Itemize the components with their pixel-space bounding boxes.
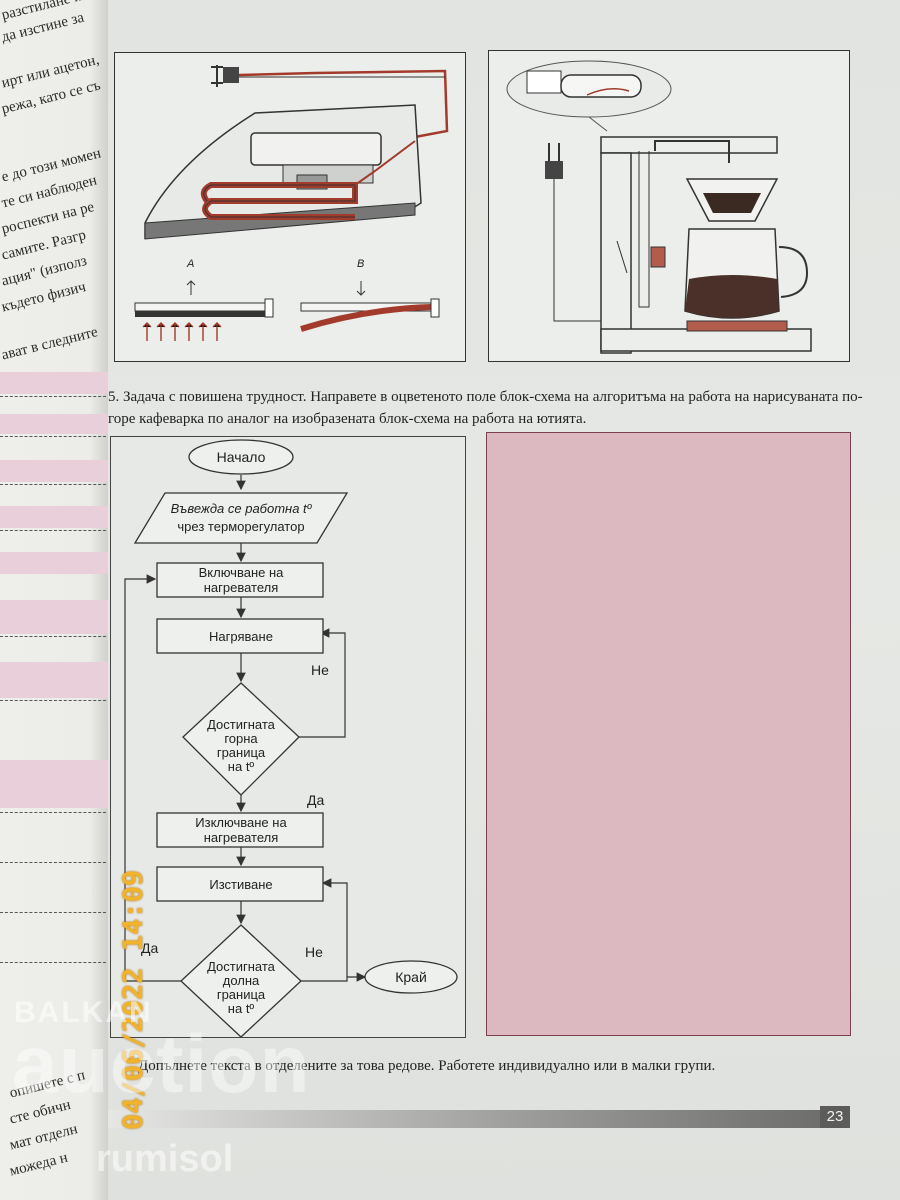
flow-no-label-2: Не	[305, 944, 323, 960]
answer-line-band	[0, 662, 108, 698]
answer-line-band	[0, 372, 108, 394]
answer-dash-line	[0, 636, 106, 637]
plug-icon	[545, 161, 563, 179]
answer-dash-line	[0, 812, 106, 813]
flow-heater-on-line1: Включване на	[199, 565, 285, 580]
flow-heater-off-line1: Изключване на	[195, 815, 287, 830]
flow-yes-label-1: Да	[307, 792, 324, 808]
answer-line-band	[0, 414, 108, 434]
plug-icon	[223, 67, 239, 83]
coffee-maker-illustration	[506, 60, 812, 354]
flow-input-line1: Въвежда се работна tº	[171, 501, 313, 516]
flow-heating: Нагряване	[209, 629, 273, 644]
left-page-line: можеда н	[8, 1149, 70, 1180]
label-b: B	[357, 258, 364, 270]
iron-illustration: A B	[134, 65, 449, 341]
flow-end: Край	[395, 969, 427, 985]
answer-dash-line	[0, 700, 106, 701]
bottom-instructions: Допълнете текста в отделените за това ре…	[138, 1058, 716, 1074]
textbook-page: A B	[108, 0, 900, 1200]
watermark-user: rumisol	[96, 1138, 234, 1180]
answer-dash-line	[0, 962, 106, 963]
iron-flowchart-panel: Начало Въвежда се работна tº чрез термор…	[110, 436, 466, 1038]
flow-heater-off-line2: нагревателя	[204, 830, 279, 845]
answer-dash-line	[0, 436, 106, 437]
coffee-maker-figure	[488, 50, 850, 362]
flow-decision2-line3: граница	[217, 987, 266, 1002]
answer-line-band	[0, 552, 108, 574]
flow-decision2-line2: долна	[223, 973, 260, 988]
colored-answer-area[interactable]	[486, 432, 851, 1036]
task-5-instructions: 5. Задача с повишена трудност. Направете…	[108, 389, 863, 427]
answer-line-band	[0, 760, 108, 808]
flow-start: Начало	[217, 449, 266, 465]
flow-input-line2: чрез терморегулатор	[177, 519, 304, 534]
answer-dash-line	[0, 912, 106, 913]
flow-decision1-line3: граница	[217, 745, 266, 760]
answer-dash-line	[0, 530, 106, 531]
answer-dash-line	[0, 396, 106, 397]
watermark-brand: BALKAN	[14, 996, 153, 1029]
previous-page-edge: разстилане на да изстине за ирт или ацет…	[0, 0, 112, 1200]
label-a: A	[186, 258, 194, 270]
watermark-logo: auction	[12, 1019, 311, 1110]
flow-cooling: Изстиване	[209, 877, 272, 892]
answer-dash-line	[0, 862, 106, 863]
flow-heater-on-line2: нагревателя	[204, 580, 279, 595]
iron-flowchart: Начало Въвежда се работна tº чрез термор…	[124, 439, 458, 1038]
footer-bar	[108, 1110, 820, 1128]
iron-figure: A B	[114, 52, 466, 362]
flow-decision2-line4: на tº	[228, 1001, 255, 1016]
flow-decision1-line2: горна	[224, 731, 258, 746]
answer-line-band	[0, 460, 108, 482]
page-number: 23	[820, 1106, 850, 1128]
answer-line-band	[0, 600, 108, 634]
answer-dash-line	[0, 484, 106, 485]
left-page-line: ават в следните	[0, 324, 100, 364]
flow-no-label-1: Не	[311, 662, 329, 678]
flow-decision1-line4: на tº	[228, 759, 255, 774]
flow-decision2-line1: Достигната	[207, 959, 276, 974]
flow-decision1-line1: Достигната	[207, 717, 276, 732]
flow-yes-label-2: Да	[141, 940, 158, 956]
flow-input-shape	[133, 492, 349, 544]
answer-line-band	[0, 506, 108, 528]
